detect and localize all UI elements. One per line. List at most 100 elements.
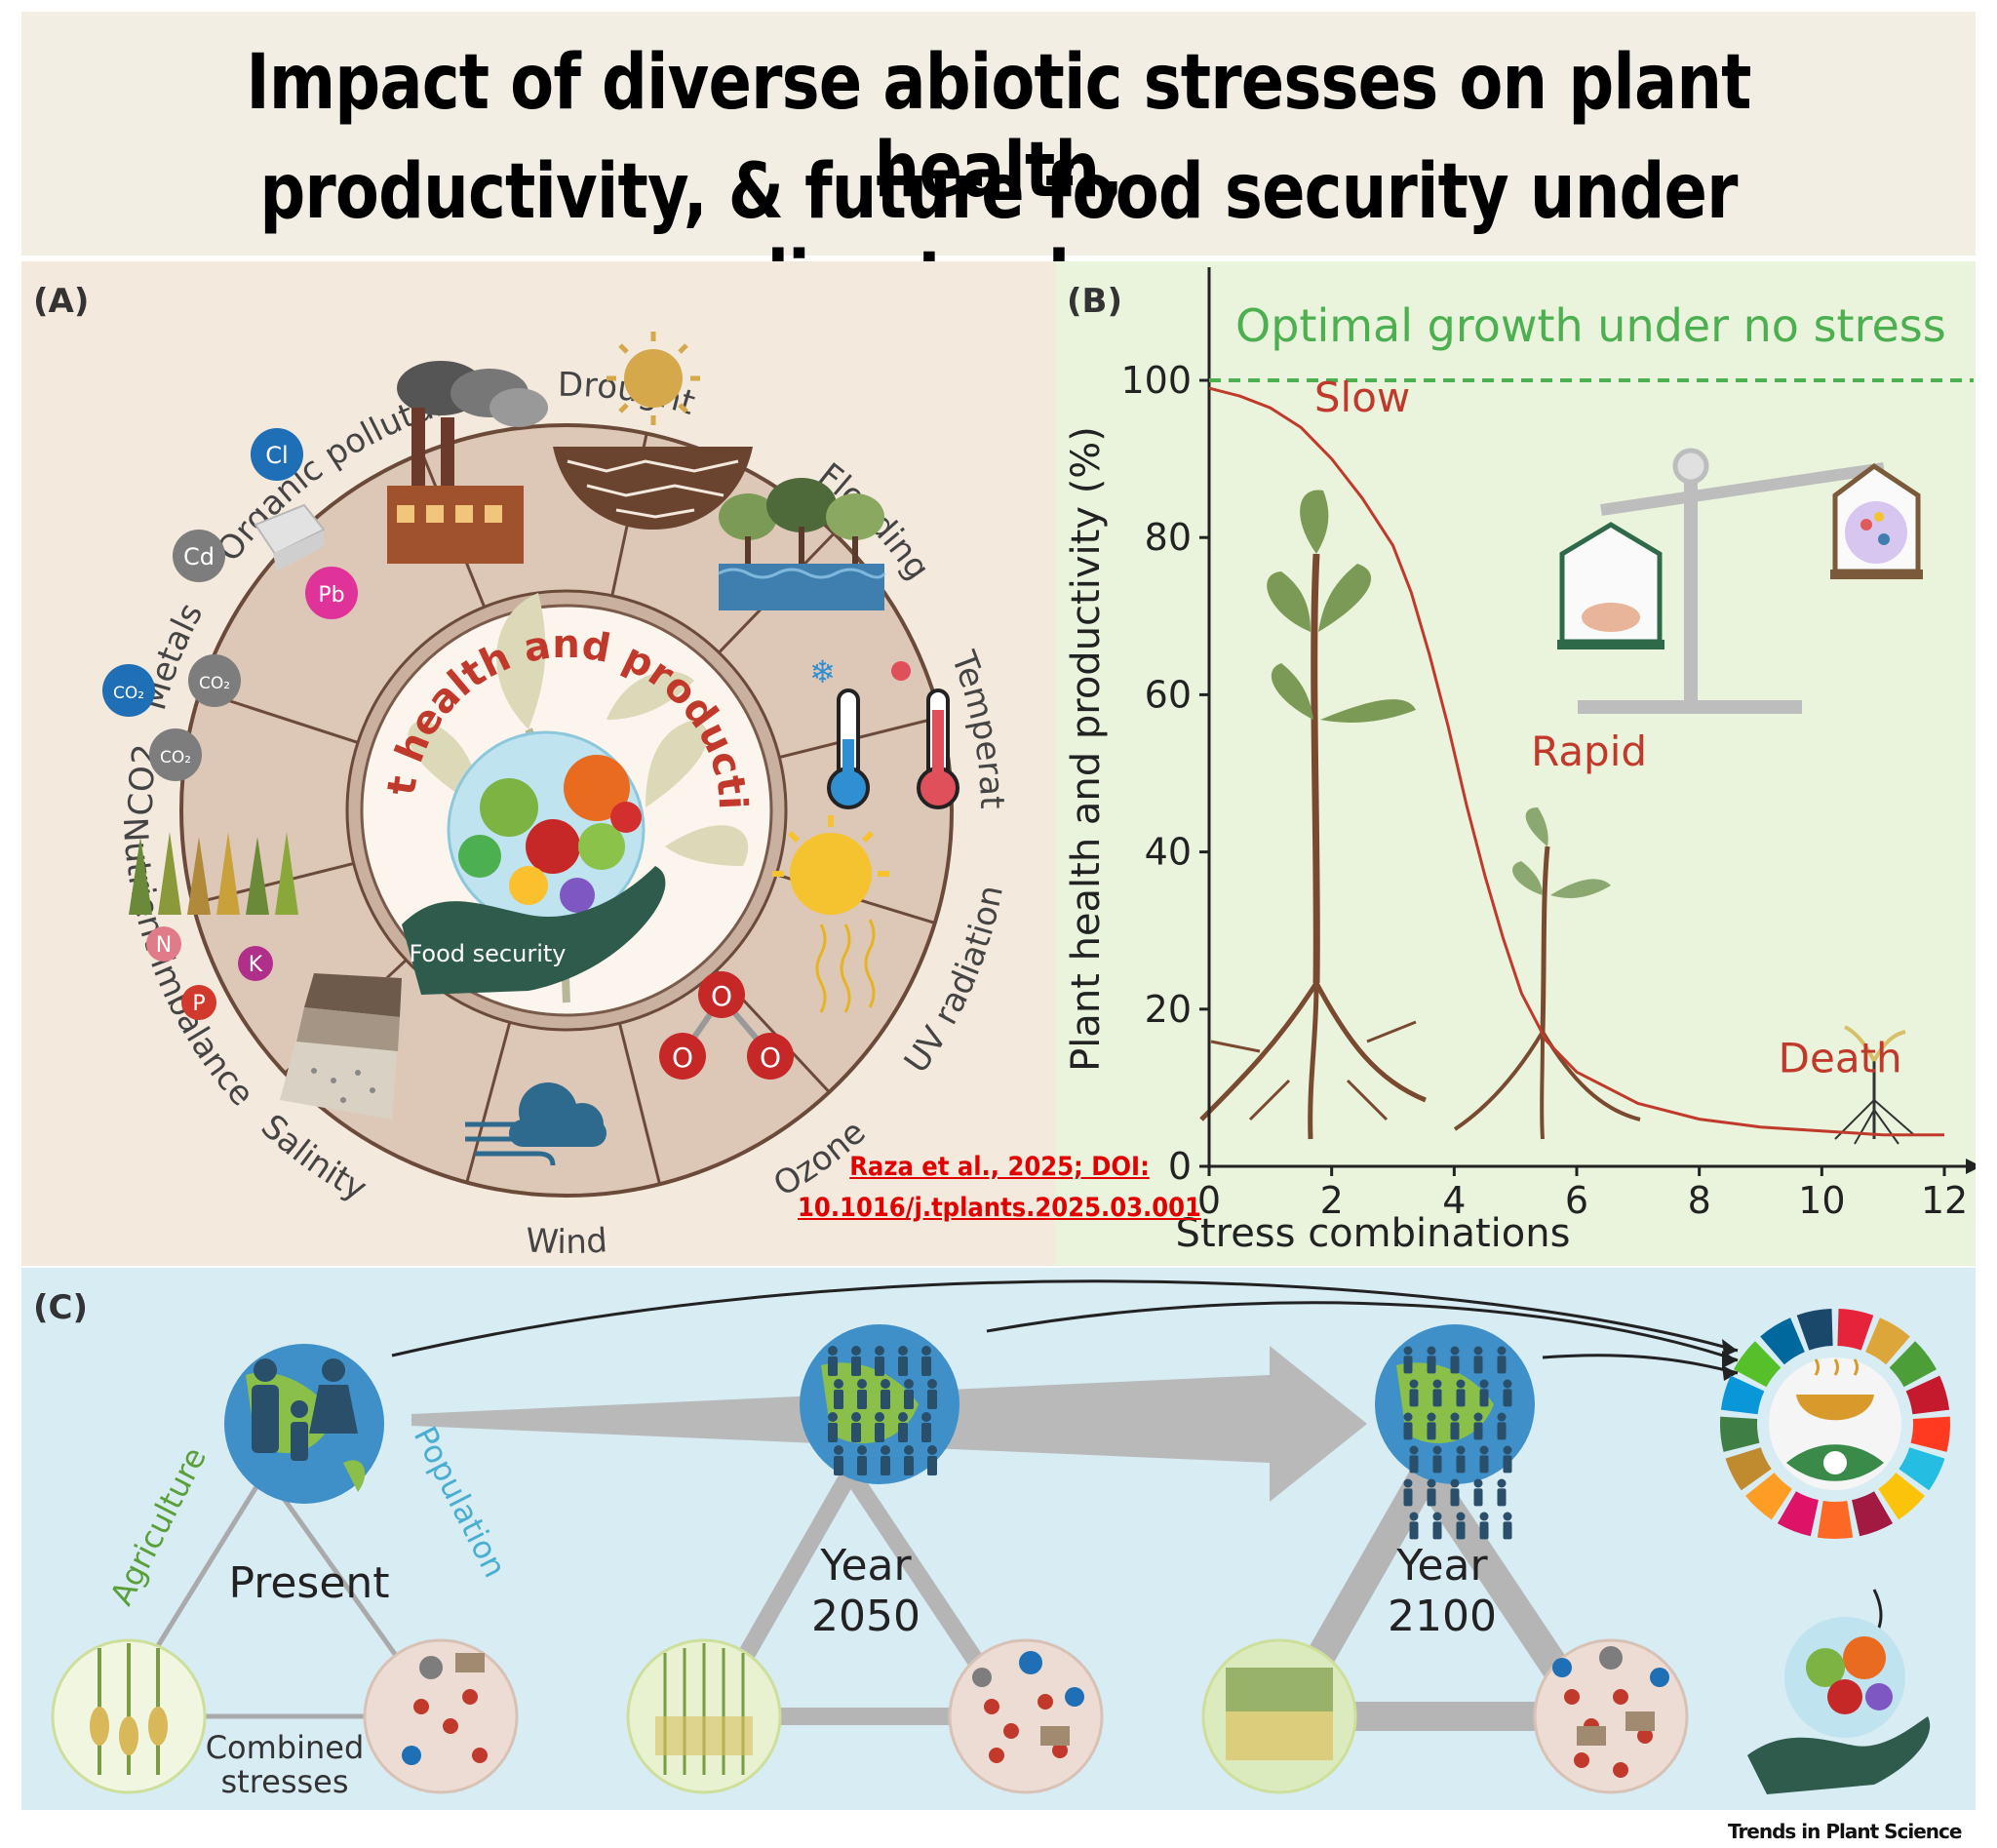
label-wind: Wind (525, 1221, 608, 1262)
person-icon (1403, 1478, 1413, 1488)
person-body (834, 1390, 843, 1409)
stress-circle-2100 (1533, 1638, 1689, 1794)
person-body (875, 1423, 884, 1442)
person-body (857, 1456, 867, 1475)
title-banner: Impact of diverse abiotic stresses on pl… (21, 12, 1976, 324)
person-icon (1473, 1346, 1483, 1356)
person-body (1403, 1356, 1413, 1374)
citation-line-1[interactable]: Raza et al., 2025; DOI: (849, 1152, 1150, 1182)
person-icon (1450, 1478, 1460, 1488)
sdg-segment (1837, 1309, 1874, 1351)
x-tick-label: 0 (1197, 1179, 1221, 1222)
stressed-plant-icon (1453, 845, 1641, 1140)
x-axis-label: Stress combinations (1176, 1211, 1571, 1256)
person-icon (1479, 1512, 1489, 1521)
globe-2050 (800, 1324, 959, 1484)
person-icon (1403, 1346, 1413, 1356)
sdg-segment (1878, 1473, 1925, 1520)
globe-2100 (1375, 1324, 1535, 1540)
person-body (828, 1423, 838, 1442)
person-icon (881, 1445, 890, 1455)
person-body (1497, 1356, 1507, 1374)
x-tick-label: 4 (1442, 1179, 1466, 1222)
person-icon (1427, 1412, 1436, 1422)
person-icon (921, 1346, 931, 1356)
sdg-segment (1905, 1375, 1950, 1415)
label-eco2: eCO2 (21, 261, 166, 816)
panel-b: (B) Optimal growth under no stress Plant… (1055, 261, 1981, 1266)
stress-response-curve (1208, 386, 1944, 1137)
person-icon (834, 1445, 843, 1455)
heat-icon (891, 661, 911, 681)
y-tick-label: 100 (1120, 359, 1192, 402)
svg-text:O: O (672, 1042, 693, 1074)
present-triangle (136, 1471, 414, 1719)
person-body (1479, 1389, 1489, 1407)
agriculture-circle-present (51, 1638, 207, 1794)
globe-present (224, 1344, 384, 1504)
sdg-segment (1777, 1491, 1819, 1537)
person-icon (1432, 1379, 1442, 1389)
person-body (927, 1390, 937, 1409)
food-security-icon (1747, 1617, 1931, 1794)
panel-c-label: (C) (33, 1288, 88, 1327)
x-axis-arrow (1966, 1159, 1981, 1174)
y-tick-label: 20 (1145, 988, 1192, 1031)
stage-2100-year: Year (1395, 1541, 1488, 1591)
person-icon (1427, 1478, 1436, 1488)
person-body (1432, 1521, 1442, 1540)
drought-icon (553, 332, 753, 530)
svg-text:N: N (156, 933, 172, 958)
person-icon (875, 1412, 884, 1422)
person-body (898, 1357, 908, 1376)
x-tick-label: 6 (1565, 1179, 1588, 1222)
panel-a: (A) Food security Plant health and produ… (7, 226, 1055, 1266)
flooding-icon (718, 478, 886, 610)
panel-a-wheel: (A) Food security Plant health and produ… (7, 226, 1011, 1262)
x-tick-label: 2 (1320, 1179, 1344, 1222)
x-tick-label: 12 (1921, 1179, 1968, 1222)
sdg-segment (1733, 1341, 1782, 1388)
sdg-wheel-icon (1719, 1309, 1951, 1539)
stressed-plant-leaves (1512, 807, 1611, 898)
svg-text:K: K (249, 953, 263, 977)
stress-curve-chart: (B) Optimal growth under no stress Plant… (1064, 267, 1981, 1256)
agriculture-circle-2100 (1201, 1638, 1357, 1794)
citation-line-2[interactable]: 10.1016/j.tplants.2025.03.001 (798, 1193, 1201, 1223)
person-icon (898, 1346, 908, 1356)
sdg-segment (1745, 1473, 1792, 1520)
citation[interactable]: Raza et al., 2025; DOI: 10.1016/j.tplant… (795, 1147, 1204, 1229)
person-icon (851, 1346, 861, 1356)
stage-2050-number: 2050 (811, 1592, 920, 1641)
person-body (921, 1357, 931, 1376)
person-body (1503, 1389, 1512, 1407)
divider-6 (617, 1022, 662, 1185)
y-tick-label: 0 (1168, 1145, 1192, 1188)
person-icon (1497, 1412, 1507, 1422)
title-line-1: Impact of diverse abiotic stresses on pl… (246, 39, 1751, 215)
person-icon (1427, 1346, 1436, 1356)
svg-text:P: P (192, 992, 205, 1016)
sdg-segment (1865, 1317, 1910, 1365)
person-icon (1479, 1379, 1489, 1389)
snowflake-icon: ❄ (809, 653, 836, 690)
person-icon (857, 1379, 867, 1389)
thermometer-icons: ❄ (809, 653, 959, 809)
x-tick-label: 10 (1798, 1179, 1845, 1222)
stress-circle-present (363, 1638, 519, 1794)
person-icon (828, 1412, 838, 1422)
panel-b-label: (B) (1067, 282, 1122, 321)
uv-sun-icon (772, 815, 889, 1013)
person-body (1473, 1488, 1483, 1507)
y-axis-label: Plant health and productivity (%) (1064, 426, 1109, 1072)
stage-2100-number: 2100 (1388, 1592, 1497, 1641)
curve-label-death: Death (1779, 1034, 1902, 1081)
person-body (1456, 1521, 1466, 1540)
wind-cloud-icon (465, 1082, 607, 1166)
food-security-label: Food security (409, 940, 566, 967)
person-icon (1456, 1512, 1466, 1521)
person-icon (1432, 1512, 1442, 1521)
person-icon (1473, 1412, 1483, 1422)
person-icon (904, 1445, 914, 1455)
person-icon (921, 1412, 931, 1422)
